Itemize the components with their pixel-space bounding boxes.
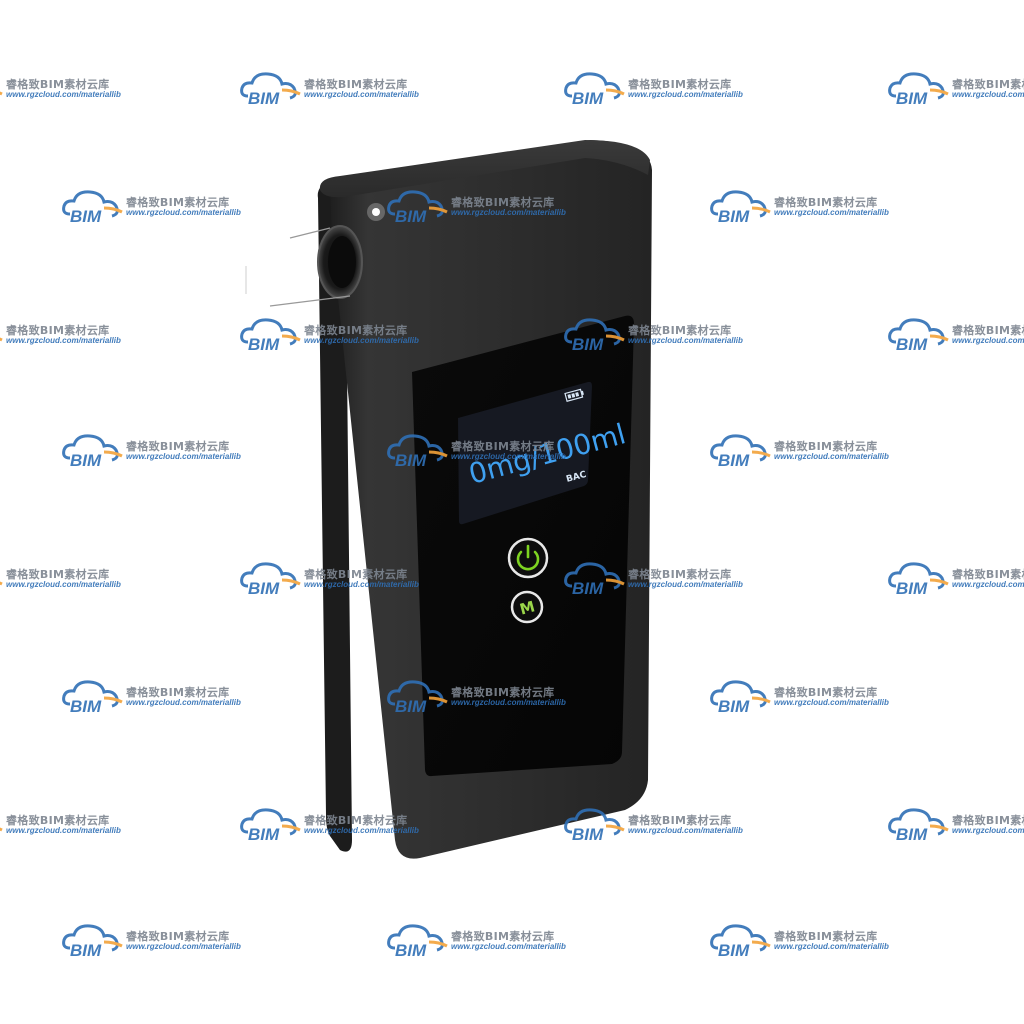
power-icon: [516, 544, 540, 571]
mode-button-label: M: [518, 597, 537, 618]
power-button[interactable]: [507, 537, 549, 579]
battery-icon: [564, 388, 584, 402]
status-led: [372, 208, 380, 216]
device-top-face: [319, 140, 650, 198]
mode-button[interactable]: M: [510, 590, 544, 624]
mouthpiece-line: [289, 227, 331, 239]
